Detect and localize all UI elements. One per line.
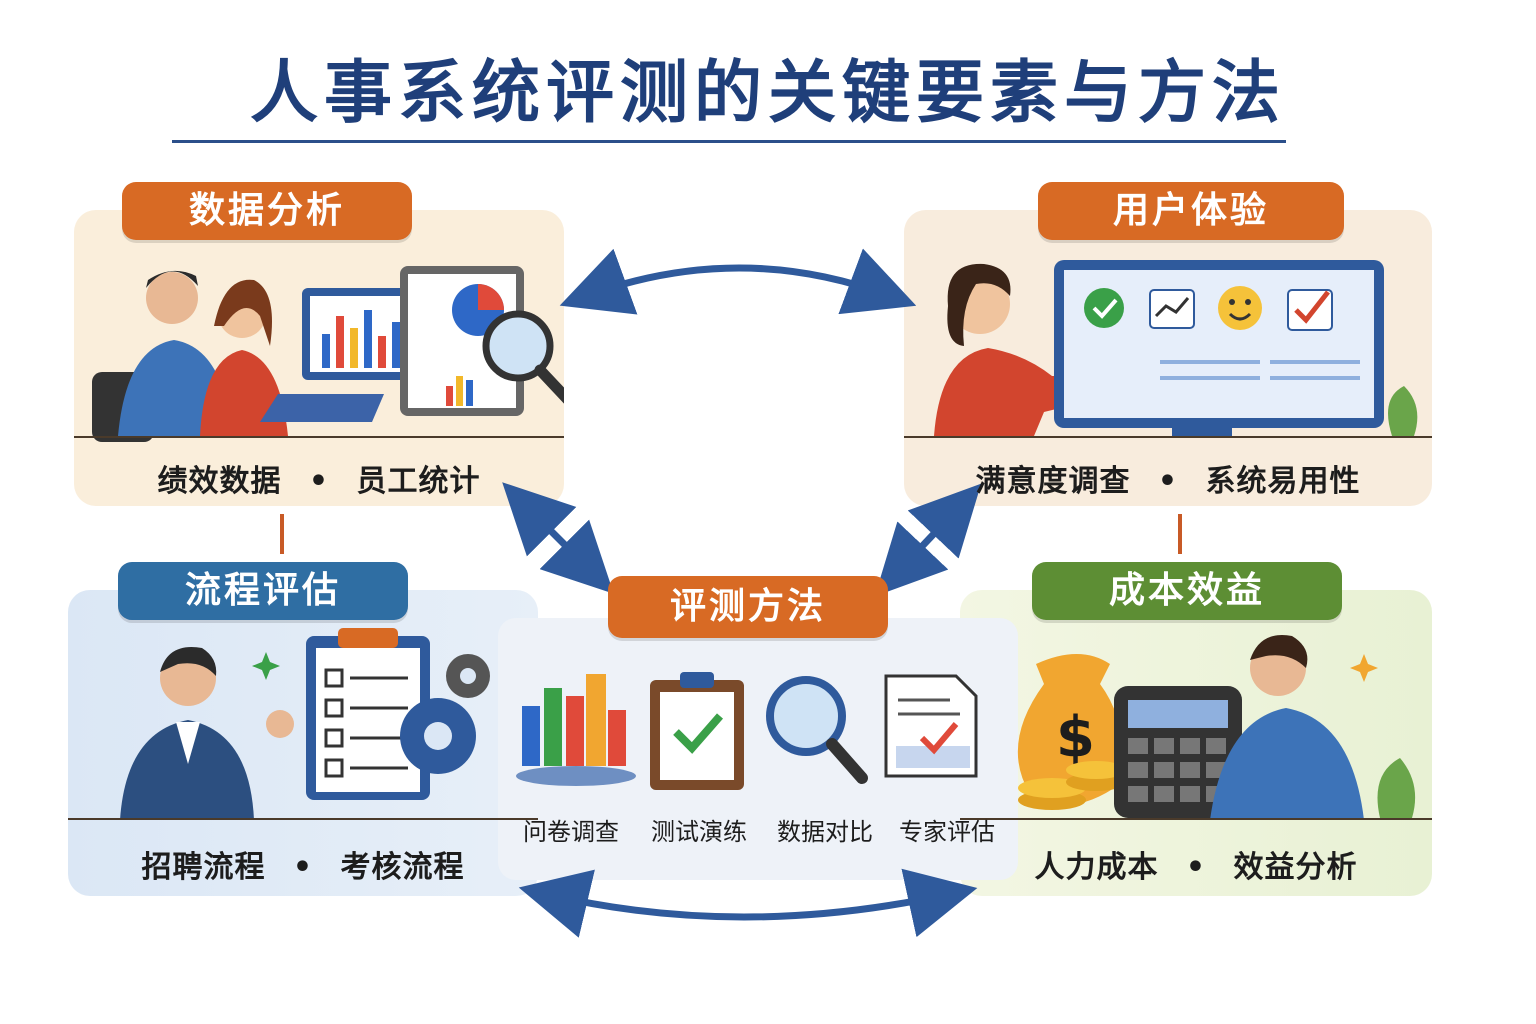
tag-data-analysis: 数据分析 xyxy=(122,182,412,240)
page-title: 人事系统评测的关键要素与方法 xyxy=(249,54,1286,133)
caption-process-evaluation: 招聘流程 • 考核流程 xyxy=(68,842,538,886)
check-icon xyxy=(1084,288,1124,328)
sparkle-icon xyxy=(252,652,280,680)
method-label-expert: 专家评估 xyxy=(899,818,995,846)
tag-process-evaluation: 流程评估 xyxy=(118,562,408,620)
connector-left xyxy=(280,514,284,554)
magnifier-icon xyxy=(766,676,868,784)
smiley-icon xyxy=(1218,286,1262,330)
plant-icon xyxy=(1377,758,1416,818)
method-label-survey: 问卷调查 xyxy=(523,818,619,846)
bar-chart-icon xyxy=(516,674,636,786)
user-experience-illustration xyxy=(904,260,1432,438)
arrow-top xyxy=(559,248,917,315)
caption-separator: • xyxy=(1157,464,1179,499)
magnifier-icon xyxy=(482,310,554,382)
process-evaluation-illustration xyxy=(68,628,538,820)
caption-item: 效益分析 xyxy=(1233,850,1358,885)
caption-separator: • xyxy=(292,850,314,885)
tag-cost-efficiency: 成本效益 xyxy=(1032,562,1342,620)
caption-user-experience: 满意度调查 • 系统易用性 xyxy=(904,456,1432,500)
caption-data-analysis: 绩效数据 • 员工统计 xyxy=(74,456,564,500)
laptop-icon xyxy=(260,394,384,422)
caption-item: 人力成本 xyxy=(1034,850,1159,885)
title-underline xyxy=(172,140,1286,143)
tag-user-experience: 用户体验 xyxy=(1038,182,1344,240)
caption-item: 考核流程 xyxy=(340,850,465,885)
plant-icon xyxy=(1388,386,1418,436)
person-icon xyxy=(146,272,198,324)
caption-separator: • xyxy=(308,464,330,499)
method-label-compare: 数据对比 xyxy=(777,818,873,846)
caption-item: 员工统计 xyxy=(356,464,481,499)
caption-cost-efficiency: 人力成本 • 效益分析 xyxy=(960,842,1432,886)
caption-item: 满意度调查 xyxy=(975,464,1131,499)
arrow-bottom xyxy=(518,868,978,938)
data-analysis-illustration xyxy=(74,266,564,442)
arrow-right-diagonal xyxy=(874,483,982,597)
sparkle-icon xyxy=(1350,654,1378,682)
caption-item: 招聘流程 xyxy=(141,850,266,885)
method-label-test: 测试演练 xyxy=(651,818,747,846)
caption-separator: • xyxy=(1185,850,1207,885)
coins-icon xyxy=(1018,761,1126,810)
svg-text:$: $ xyxy=(1056,705,1095,770)
clipboard-check-icon xyxy=(650,672,744,790)
tag-evaluation-methods: 评测方法 xyxy=(608,576,888,638)
cost-efficiency-illustration: $ xyxy=(960,635,1432,820)
document-check-icon xyxy=(884,674,978,778)
arrow-left-diagonal xyxy=(502,482,614,594)
caption-item: 系统易用性 xyxy=(1205,464,1361,499)
evaluation-methods-icons xyxy=(516,672,978,790)
connector-right xyxy=(1178,514,1182,554)
caption-item: 绩效数据 xyxy=(157,464,282,499)
